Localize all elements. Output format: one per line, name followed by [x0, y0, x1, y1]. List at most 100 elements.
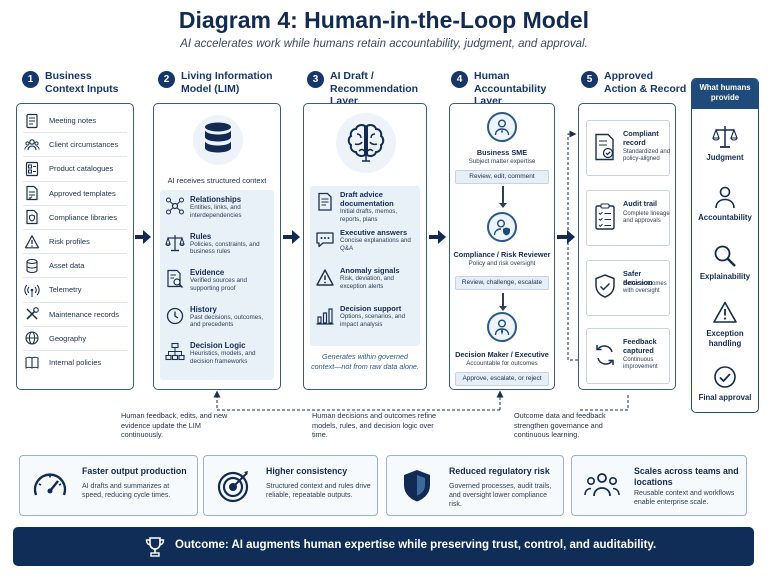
scales-icon	[164, 232, 186, 254]
scales-icon	[710, 123, 740, 151]
lim-item-sub: Verified sources and supporting proof	[190, 277, 248, 292]
tools-icon	[23, 305, 41, 323]
role-title: Compliance / Risk Reviewer	[453, 250, 551, 259]
magnifier-icon	[710, 242, 740, 270]
hierarchy-icon	[164, 341, 186, 363]
humans-provide-title: What humans provide	[692, 79, 758, 109]
lim-item-title: Evidence	[190, 268, 225, 277]
role-title: Decision Maker / Executive	[455, 350, 549, 359]
draft-item-title: Decision support	[340, 304, 402, 313]
globe-icon	[23, 329, 41, 347]
benefit-subtitle: Reusable context and workflows enable en…	[634, 490, 735, 506]
input-label: Geography	[49, 333, 87, 343]
shield-icon	[592, 272, 618, 302]
benefit-card: Reduced regulatory risk Governed process…	[386, 455, 564, 516]
lim-item-sub: Past decisions, outcomes, and precedents	[190, 313, 264, 329]
input-item: Risk profiles	[23, 230, 127, 255]
lim-item-title: Rules	[190, 231, 212, 241]
column-header-1: 1 Business Context Inputs	[22, 70, 142, 100]
human-accountability-panel: Business SME Subject matter expertise Re…	[449, 103, 555, 390]
lim-item-sub: Heuristics, models, and decision framewo…	[190, 350, 256, 365]
benefit-subtitle: AI drafts and summarizes at speed, reduc…	[82, 483, 171, 499]
lim-item-sub: Policies, constraints, and business rule…	[190, 240, 260, 256]
role-subtitle: Accountable for outcomes	[466, 360, 538, 367]
notes-icon	[23, 112, 41, 130]
speedometer-icon	[30, 466, 70, 506]
column-header-5: 5 Approved Action & Record	[581, 70, 687, 100]
database-icon	[23, 257, 41, 275]
approved-action-panel: Compliant record Standardized and policy…	[578, 103, 676, 390]
column-title: Living Information Model (LIM)	[181, 70, 273, 95]
down-arrow	[499, 186, 507, 208]
document-icon	[314, 191, 336, 213]
draft-item-title: Executive answers	[340, 228, 408, 237]
outcome-banner: Outcome: AI augments human expertise whi…	[13, 527, 754, 566]
humans-provide-label: Accountability	[698, 213, 752, 222]
lim-caption: AI receives structured context	[167, 176, 267, 185]
lim-item-title: Relationships	[190, 195, 242, 204]
input-item: Geography	[23, 327, 127, 351]
humans-provide-item: Final approval	[692, 363, 758, 403]
humans-provide-item: Judgment	[692, 123, 758, 163]
shield-icon	[397, 466, 437, 506]
step-number: 2	[158, 71, 175, 88]
warning-icon	[710, 299, 740, 327]
output-title: Compliant record	[623, 129, 659, 147]
column-title: Approved Action & Record	[604, 70, 687, 95]
benefit-title: Faster output production	[82, 466, 187, 476]
people-icon	[23, 136, 41, 154]
living-information-model-panel: AI receives structured context Relations…	[153, 103, 281, 390]
outcome-text: Outcome: AI augments human expertise whi…	[175, 539, 657, 551]
input-item: Asset data	[23, 254, 127, 279]
page-subtitle: AI accelerates work while humans retain …	[180, 38, 588, 50]
compliance-icon	[23, 208, 41, 226]
output-subtitle: Standardized and policy-aligned	[623, 149, 671, 163]
humans-provide-label: Final approval	[698, 393, 752, 402]
person-tie-icon	[487, 312, 517, 342]
input-label: Approved templates	[49, 188, 116, 198]
person-shield-icon	[487, 212, 517, 242]
draft-item-sub: Risk, deviation, and exception alerts	[340, 275, 394, 290]
team-icon	[582, 466, 622, 506]
cycle-icon	[592, 340, 618, 370]
output-card: Audit trail Complete lineage and approva…	[586, 190, 670, 246]
template-icon	[23, 184, 41, 202]
column-header-2: 2 Living Information Model (LIM)	[158, 70, 288, 100]
output-card: Feedback captured Continuous improvement	[586, 328, 670, 384]
input-item: Client circumstances	[23, 133, 127, 158]
database-icon	[192, 114, 244, 166]
benefit-title: Higher consistency	[266, 466, 348, 476]
humans-provide-item: Exception handling	[692, 299, 758, 348]
humans-provide-item: Explainability	[692, 242, 758, 282]
telemetry-icon	[23, 281, 41, 299]
lim-item-sub: Entities, links, and interdependencies	[190, 204, 242, 219]
step-number: 3	[307, 71, 324, 88]
what-humans-provide-panel: What humans provide Judgment Accountabil…	[691, 78, 759, 413]
trophy-icon	[143, 535, 167, 559]
step-number: 1	[22, 71, 39, 88]
benefit-subtitle: Governed processes, audit trails, and ov…	[449, 483, 552, 508]
role-action: Approve, escalate, or reject	[455, 372, 549, 386]
chat-icon	[314, 229, 336, 251]
draft-item-title: Anomaly signals	[340, 266, 400, 275]
catalogue-icon	[23, 160, 41, 178]
draft-item-sub: Concise explanations and Q&A	[340, 237, 411, 252]
feedback-note-models: Human decisions and outcomes refine mode…	[312, 411, 437, 439]
input-item: Approved templates	[23, 182, 127, 206]
input-label: Telemetry	[49, 285, 82, 295]
input-label: Internal policies	[49, 358, 102, 368]
business-context-inputs-panel: Meeting notes Client circumstances Produ…	[16, 103, 134, 390]
step-number: 4	[451, 71, 468, 88]
record-icon	[592, 132, 618, 162]
humans-provide-label: Explainability	[699, 272, 751, 281]
humans-provide-label: Exception handling	[706, 329, 744, 348]
governed-context-note: Generates within governed context—not fr…	[311, 352, 419, 371]
person-icon	[487, 112, 517, 142]
lim-item-title: History	[190, 304, 217, 314]
